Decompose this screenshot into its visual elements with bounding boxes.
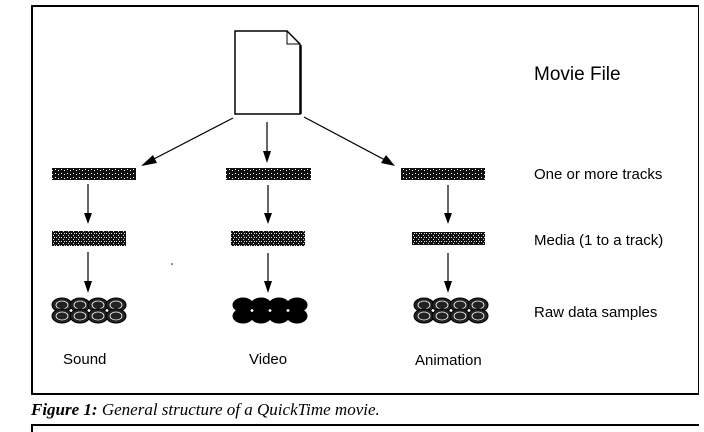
arrow-media-to-samples-video — [264, 253, 272, 293]
row-label-samples: Raw data samples — [534, 304, 658, 321]
sample-dot — [250, 309, 254, 312]
sample-blob-ring — [471, 311, 485, 321]
sample-blob-ring — [417, 311, 431, 321]
sample-blob-ring — [453, 311, 467, 321]
arrow-track-to-media-sound — [84, 184, 92, 224]
sample-dot — [87, 309, 91, 312]
figure-caption: Figure 1: General structure of a QuickTi… — [31, 400, 380, 420]
sample-blob — [431, 308, 453, 324]
data-samples-icon-video — [232, 297, 308, 324]
data-samples-icon-animation — [413, 297, 489, 324]
arrow-doc-to-sound — [141, 117, 234, 166]
sample-dot — [69, 309, 73, 312]
sample-blob — [69, 308, 91, 324]
bottom-rule-tick — [31, 424, 33, 432]
sample-blob — [51, 308, 73, 324]
sample-blob-ring — [91, 311, 105, 321]
arrow-track-to-media-video — [264, 185, 272, 224]
sample-blob-ring — [109, 311, 123, 321]
sample-blob — [413, 308, 435, 324]
column-label-animation: Animation — [415, 352, 482, 369]
track-bar-icon-sound — [52, 168, 136, 180]
sample-blob — [232, 308, 254, 324]
track-bar-icon-video — [226, 168, 311, 180]
sample-blob — [268, 308, 290, 324]
arrow-doc-to-animation — [303, 116, 395, 166]
sample-blob-ring — [73, 311, 87, 321]
sample-dot — [467, 309, 471, 312]
sample-blob-ring — [435, 311, 449, 321]
sample-dot — [268, 309, 272, 312]
sample-blob — [449, 308, 471, 324]
row-label-media: Media (1 to a track) — [534, 232, 664, 249]
media-bar-icon-video — [231, 231, 305, 246]
movie-file-label: Movie File — [534, 64, 621, 85]
sample-blob — [286, 308, 308, 324]
sample-blob-ring — [55, 311, 69, 321]
sample-dot — [449, 309, 453, 312]
column-label-sound: Sound — [63, 351, 107, 368]
document-icon — [234, 30, 302, 115]
sample-dot — [286, 309, 290, 312]
figure-frame — [31, 5, 699, 395]
arrow-track-to-media-animation — [444, 185, 452, 224]
sample-blob — [87, 308, 109, 324]
sample-blob — [105, 308, 127, 324]
figure-number: Figure 1: — [31, 400, 98, 419]
media-bar-icon-sound — [52, 231, 126, 246]
sample-blob — [467, 308, 489, 324]
media-bar-icon-animation — [412, 232, 485, 245]
row-label-tracks: One or more tracks — [534, 166, 663, 183]
sample-blob — [250, 308, 272, 324]
data-samples-icon-sound — [51, 297, 127, 324]
figure-caption-text: General structure of a QuickTime movie. — [101, 400, 380, 419]
bottom-rule — [31, 424, 699, 426]
sample-dot — [431, 309, 435, 312]
sample-dot — [105, 309, 109, 312]
arrow-media-to-samples-animation — [444, 253, 452, 293]
track-bar-icon-animation — [401, 168, 485, 180]
arrow-media-to-samples-sound — [84, 252, 92, 293]
column-label-video: Video — [249, 351, 288, 368]
arrow-doc-to-video — [263, 122, 271, 163]
